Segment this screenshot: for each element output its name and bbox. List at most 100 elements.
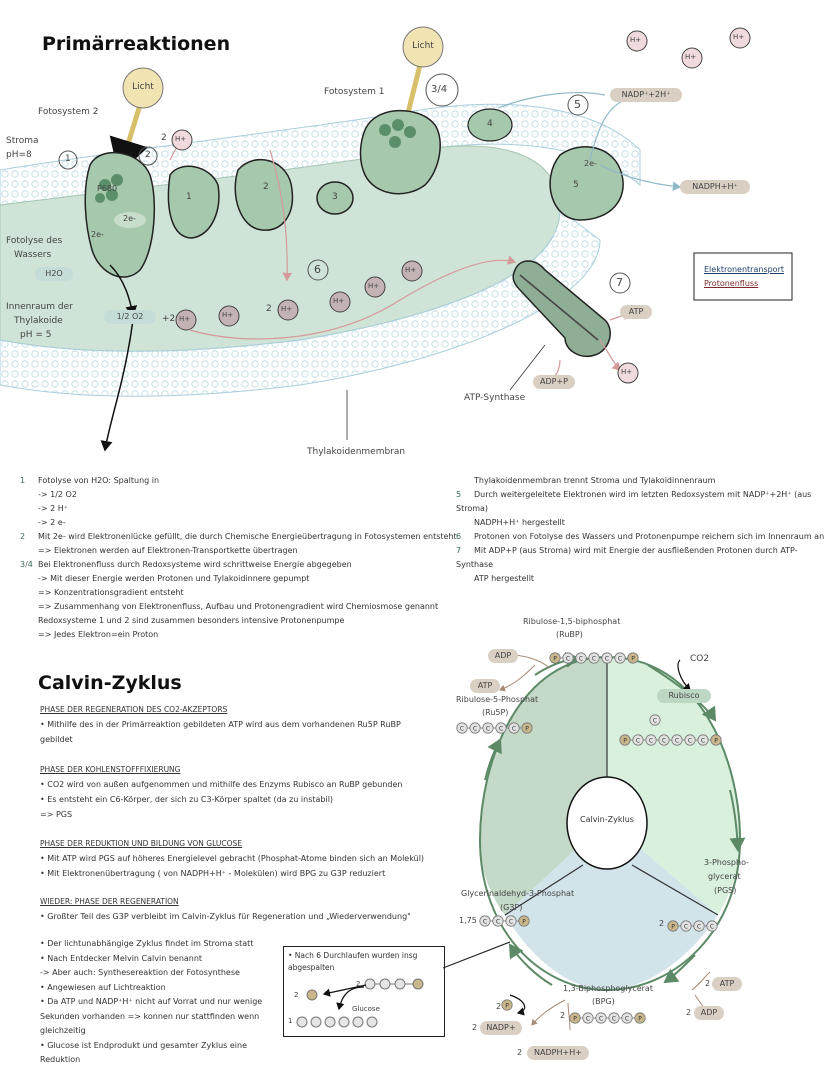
bpg-count: 2 xyxy=(560,1011,566,1020)
carbon-atom-label: C xyxy=(586,1015,590,1022)
note-line: -> 1/2 O2 xyxy=(38,490,77,499)
calvin-title: Calvin-Zyklus xyxy=(38,672,182,694)
atp-pill-cycle: ATP xyxy=(470,679,500,693)
carbon-atom-label: C xyxy=(662,737,666,744)
lumen-label-1: Innenraum der xyxy=(6,302,73,312)
fotolyse-label-2: Wassers xyxy=(14,250,52,260)
phosphate-atom xyxy=(627,652,639,664)
phosphate-atom-label: P xyxy=(525,725,529,732)
proton-out-label: H+ xyxy=(621,368,633,376)
glucose-box: • Nach 6 Durchlaufen wurden insg abgespa… xyxy=(283,946,445,1037)
calvin-phase-fixation: PHASE DER KOHLENSTOFFFIXIERUNG • CO2 wir… xyxy=(40,762,420,822)
rubp-abbr: (RuBP) xyxy=(556,630,583,639)
note-line: NADPH+H⁺ hergestellt xyxy=(474,518,565,527)
h2o-pill: H2O xyxy=(35,267,73,281)
proton-corner-3 xyxy=(729,27,751,49)
step-1-label: 1 xyxy=(65,154,71,164)
complex-2-label: 2 xyxy=(263,182,269,192)
primary-reactions-diagram xyxy=(0,26,793,452)
notes-right: Thylakoidenmembran trennt Stroma und Tyl… xyxy=(456,474,826,586)
co2-carbon: C xyxy=(649,714,661,726)
note-line: -> 2 H⁺ xyxy=(38,504,69,513)
proton-corner-1-label: H+ xyxy=(630,36,642,44)
phosphate-atom-label: P xyxy=(623,737,627,744)
step-2-label: 2 xyxy=(145,150,151,160)
glucose-count: 1 xyxy=(288,1017,293,1025)
nadph-arrow-out xyxy=(599,164,682,192)
note-line: -> 2 e- xyxy=(38,518,66,527)
calvin-phase-regeneration: PHASE DER REGENERATION DES CO2-AKZEPTORS… xyxy=(40,702,420,747)
stroma-ph-label: pH=8 xyxy=(6,150,32,160)
proton-lumen-2 xyxy=(218,305,240,327)
atp-count: 2 xyxy=(705,979,711,988)
p680-label: P680 xyxy=(97,184,118,193)
section-heading: WIEDER: PHASE DER REGENERATION xyxy=(40,897,179,906)
carbon-atom-label: C xyxy=(612,1015,616,1022)
regeneration-sector xyxy=(480,657,607,915)
summary-line: • Glucose ist Endprodukt und gesamter Zy… xyxy=(40,1040,248,1065)
complex-5-label: 5 xyxy=(573,180,579,190)
carbon-atom-label: C xyxy=(512,725,516,732)
step-6-circle xyxy=(307,259,329,281)
ru5p-label: Ribulose-5-Phosphat xyxy=(456,695,539,704)
note-line: => Konzentrationsgradient entsteht xyxy=(38,588,184,597)
carbon-atom-label: C xyxy=(499,725,503,732)
proton-lumen-4-label: H+ xyxy=(333,297,345,305)
adp-p-pill: ADP+P xyxy=(533,375,575,389)
section-line: • CO2 wird von außen aufgenommen und mit… xyxy=(40,780,403,789)
proton-arrow-2 xyxy=(269,149,292,282)
o2-pill: 1/2 O2 xyxy=(104,310,156,324)
section-heading: PHASE DER REDUKTION UND BILDUNG VON GLUC… xyxy=(40,839,243,848)
note-line: Redoxsysteme 1 und 2 sind zusammen beson… xyxy=(38,616,345,625)
carbon-atom-label: C xyxy=(496,918,500,925)
summary-line: • Da ATP und NADP⁺H⁺ nicht auf Vorrat un… xyxy=(40,997,263,1006)
phosphate-atom xyxy=(710,734,722,746)
step-7-label: 7 xyxy=(616,276,623,289)
carbon-atom-label: C xyxy=(460,725,464,732)
phosphate-circle xyxy=(306,989,318,1001)
thylakoid-membrane-label: Thylakoidenmembran xyxy=(307,447,406,457)
arrow-to-rubp xyxy=(534,651,580,676)
phosphate-out xyxy=(509,994,526,1016)
phosphate-count: 2 xyxy=(294,991,299,999)
complex-1-label: 1 xyxy=(186,192,192,202)
fotolyse-electrons: 2e- xyxy=(91,230,104,239)
carbon-atom-label: C xyxy=(599,1015,603,1022)
nadp-count: 2 xyxy=(472,1023,478,1032)
proton-top-1 xyxy=(171,129,193,151)
phosphate-atom-label: P xyxy=(714,737,718,744)
proton-corner-2 xyxy=(681,47,703,69)
bpg-abbr: (BPG) xyxy=(592,997,615,1006)
lumen-label-2: Thylakoide xyxy=(14,316,63,326)
fotolyse-label-1: Fotolyse des xyxy=(6,236,63,246)
atp-pill: ATP xyxy=(620,305,652,319)
rubp-label: Ribulose-1,5-biphosphat xyxy=(523,617,621,626)
co2-label: CO2 xyxy=(690,654,710,664)
proton-arrow-3 xyxy=(189,255,517,340)
section-line: • Es entsteht ein C6-Körper, der sich zu… xyxy=(40,795,334,804)
summary-line: • Nach Entdecker Melvin Calvin benannt xyxy=(40,953,203,963)
section-line: • Mit ATP wird PGS auf höheres Energiele… xyxy=(40,854,425,863)
plus-two-label: +2 xyxy=(162,314,176,324)
phosphate-atom-label: P xyxy=(631,655,635,662)
proton-lumen-6 xyxy=(401,260,423,282)
summary-line: Sekunden vorhanden => konnen nur stattfi… xyxy=(40,1011,260,1021)
two-proton-top: 2 xyxy=(161,133,167,143)
proton-lumen-3-label: H+ xyxy=(281,305,293,313)
phosphate-atom xyxy=(634,1012,646,1024)
carbon-atom-label: C xyxy=(509,918,513,925)
glucose-box-text: • Nach 6 Durchlaufen wurden insg abgespa… xyxy=(288,950,417,974)
note-line: -> Mit dieser Energie werden Protonen un… xyxy=(38,574,310,583)
calvin-phase-reduction: PHASE DER REDUKTION UND BILDUNG VON GLUC… xyxy=(40,836,425,881)
note-line: => Elektronen werden auf Elektronen-Tran… xyxy=(38,546,298,555)
pi-count: 2 xyxy=(496,1002,502,1011)
section-heading: PHASE DER KOHLENSTOFFFIXIERUNG xyxy=(40,765,181,774)
phosphate-atom-label: P xyxy=(505,1002,509,1009)
carbon-atom-label: C xyxy=(592,655,596,662)
calvin-phase-regeneration-2: WIEDER: PHASE DER REGENERATION • Großter… xyxy=(40,894,425,924)
cycle-center xyxy=(566,776,648,870)
arrow-to-g3p xyxy=(508,943,553,986)
